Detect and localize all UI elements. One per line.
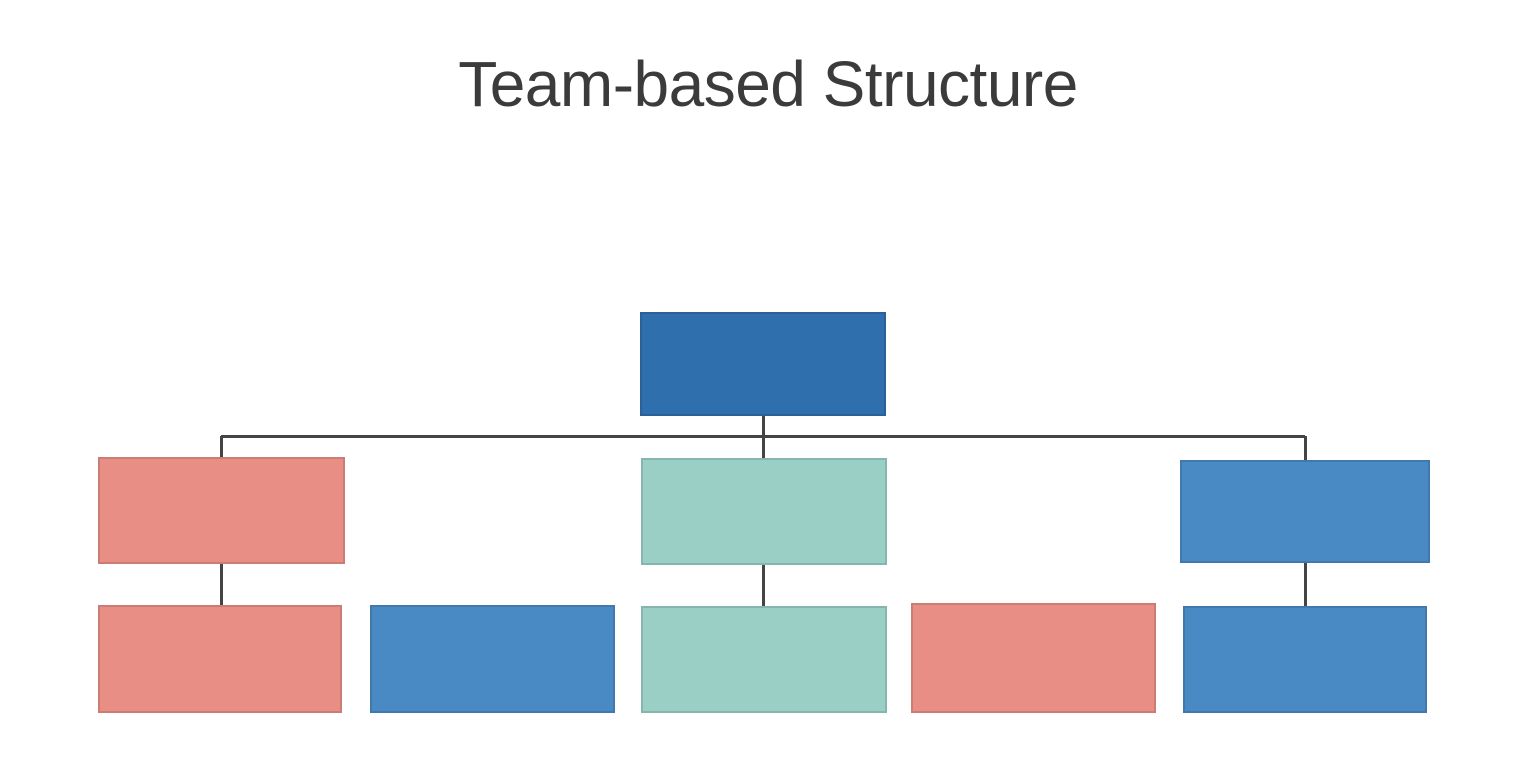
diagram-title: Team-based Structure xyxy=(458,48,1078,120)
org-node-member-5 xyxy=(1183,606,1427,713)
org-node-member-3 xyxy=(641,606,887,713)
org-node-member-2 xyxy=(370,605,615,713)
org-node-member-1 xyxy=(98,605,342,713)
connector-left-child xyxy=(219,564,223,605)
connector-right-child xyxy=(1303,563,1307,606)
connector-root-stem xyxy=(761,416,765,439)
connector-drop-right xyxy=(1303,436,1307,460)
org-node-team-left xyxy=(98,457,345,564)
org-node-member-4 xyxy=(911,603,1156,713)
connector-center-child xyxy=(761,565,765,606)
connector-drop-left xyxy=(219,436,223,457)
connector-drop-center xyxy=(761,436,765,458)
org-node-team-center xyxy=(641,458,887,565)
org-node-root xyxy=(640,312,886,416)
org-node-team-right xyxy=(1180,460,1430,563)
